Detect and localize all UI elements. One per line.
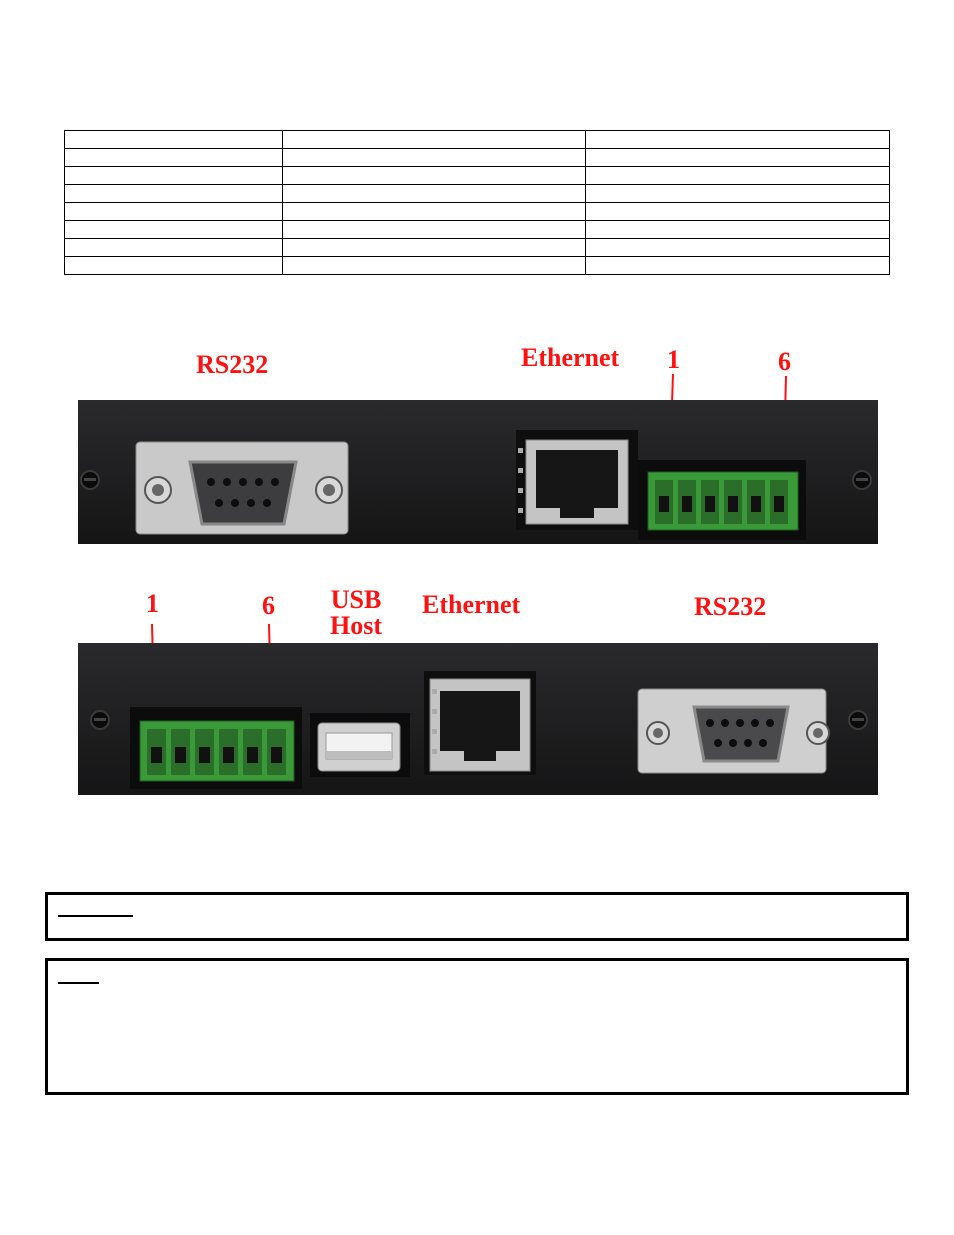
- usb-host-label-line1: USB: [330, 585, 382, 614]
- db9-connector-icon: [135, 441, 349, 535]
- table-cell: [585, 220, 890, 239]
- table-cell: [282, 202, 586, 221]
- rs232-label-bottom: RS232: [694, 592, 767, 621]
- note-box: [45, 958, 909, 1095]
- table-cell: [64, 256, 283, 275]
- caution-heading-underline: [58, 915, 133, 917]
- table-cell: [585, 202, 890, 221]
- usb-port-icon: [310, 713, 410, 777]
- table-row: [64, 184, 890, 203]
- usb-host-label-line2: Host: [330, 611, 382, 640]
- table-cell: [282, 220, 586, 239]
- table-row: [64, 220, 890, 239]
- screw-icon: [80, 470, 100, 490]
- table-cell: [64, 220, 283, 239]
- table-row: [64, 166, 890, 185]
- table-cell: [282, 184, 586, 203]
- table-row: [64, 256, 890, 275]
- pin-6-label-bottom: 6: [262, 591, 275, 620]
- table-cell: [585, 256, 890, 275]
- caution-box: [45, 892, 909, 941]
- rj45-jack-icon: [516, 430, 638, 530]
- pin-1-label-top: 1: [667, 345, 680, 374]
- table-row: [64, 202, 890, 221]
- table-cell: [64, 166, 283, 185]
- table-cell: [282, 166, 586, 185]
- table-row: [64, 148, 890, 167]
- db9-connector-icon: [637, 688, 830, 774]
- table-cell: [585, 238, 890, 257]
- screw-icon: [90, 710, 110, 730]
- pin-6-label-top: 6: [778, 347, 791, 376]
- device-rear-panel-bottom: [78, 643, 878, 795]
- table-cell: [282, 148, 586, 167]
- ethernet-label-top: Ethernet: [521, 343, 620, 372]
- usb-host-label: USB Host: [326, 587, 386, 639]
- table-cell: [282, 238, 586, 257]
- table-cell: [64, 184, 283, 203]
- table-cell: [585, 166, 890, 185]
- table-row: [64, 130, 890, 149]
- table-cell: [64, 238, 283, 257]
- table-cell: [64, 202, 283, 221]
- blank-table-body: [64, 130, 890, 275]
- table-cell: [282, 256, 586, 275]
- terminal-block-icon: [638, 460, 806, 540]
- note-heading-underline: [58, 982, 99, 984]
- table-cell: [585, 130, 890, 149]
- pin-1-label-bottom: 1: [146, 589, 159, 618]
- screw-icon: [848, 710, 868, 730]
- rj45-jack-icon: [424, 671, 536, 775]
- screw-icon: [852, 470, 872, 490]
- table-cell: [585, 184, 890, 203]
- blank-table: [64, 130, 890, 275]
- table-cell: [282, 130, 586, 149]
- table-row: [64, 238, 890, 257]
- device-rear-panel-top: [78, 400, 878, 544]
- table-cell: [585, 148, 890, 167]
- ethernet-label-bottom: Ethernet: [422, 590, 521, 619]
- table-cell: [64, 130, 283, 149]
- terminal-block-icon: [130, 707, 302, 789]
- table-cell: [64, 148, 283, 167]
- rs232-label-top: RS232: [196, 350, 269, 379]
